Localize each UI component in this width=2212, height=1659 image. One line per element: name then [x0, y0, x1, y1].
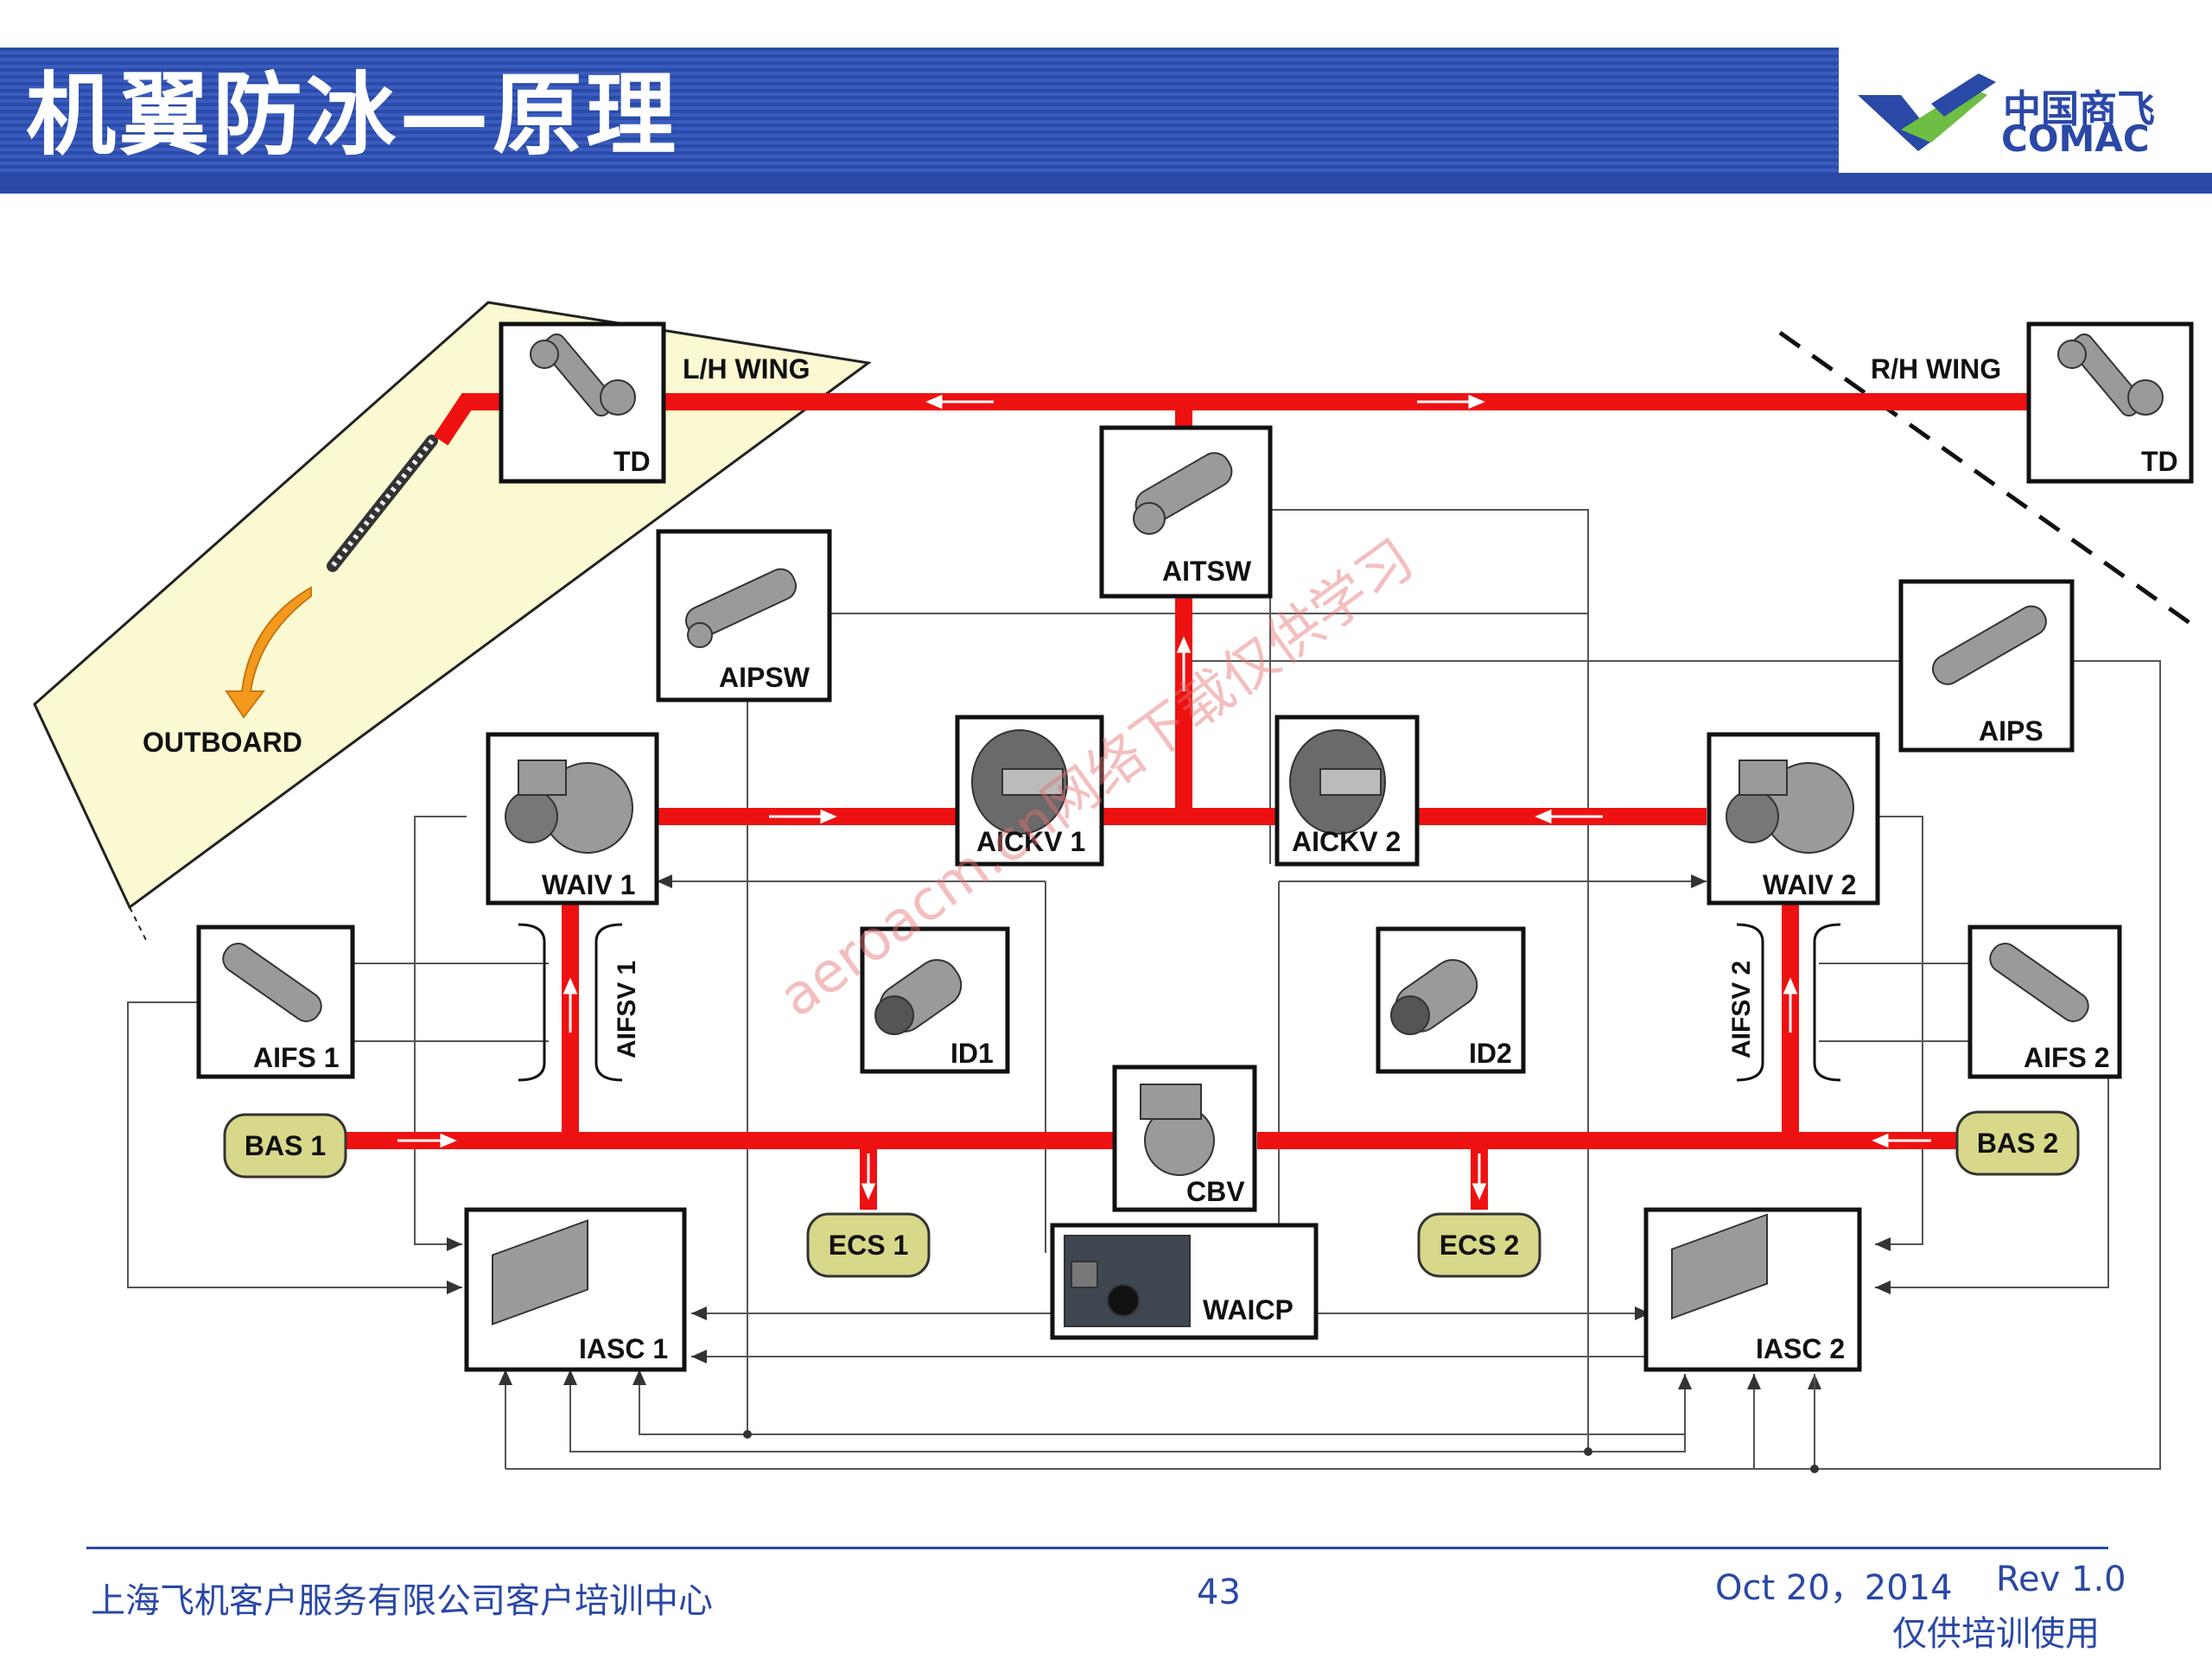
aickv2-icon: [1289, 729, 1386, 835]
aifsv2-label: AIFSV 2: [1727, 961, 1756, 1058]
ecs2-source: [1417, 1212, 1541, 1278]
header-bottom-bar: [0, 173, 2212, 194]
outboard-label: OUTBOARD: [143, 727, 302, 758]
aipsw-icon: [685, 568, 798, 648]
cbv-label: CBV: [1186, 1176, 1245, 1207]
aifs1-label: AIFS 1: [253, 1042, 340, 1073]
aifs2-label: AIFS 2: [2024, 1042, 2110, 1073]
waiv1-label: WAIV 1: [542, 869, 635, 900]
aifs1-icon: [222, 943, 322, 1022]
td-left-box: [499, 321, 666, 484]
ecs1-source: [806, 1212, 931, 1278]
aifsv1-label: AIFSV 1: [613, 961, 641, 1058]
ecs1-label: ECS 1: [829, 1230, 908, 1261]
footer-date: Oct 20，2014: [1715, 1568, 1953, 1608]
aips-box: [1898, 579, 2075, 753]
aitsw-label: AITSW: [1162, 556, 1252, 587]
aipsw-label: AIPSW: [719, 662, 810, 693]
iasc2-icon: [1671, 1213, 1768, 1320]
id2-label: ID2: [1469, 1038, 1512, 1069]
aickv2-label: AICKV 2: [1292, 826, 1401, 857]
signal-wires: [127, 509, 2161, 1470]
waiv2-icon: [1726, 760, 1854, 854]
ecs2-label: ECS 2: [1440, 1230, 1519, 1261]
iasc2-label: IASC 2: [1756, 1333, 1845, 1364]
aickv1-icon: [971, 729, 1068, 835]
id2-icon: [1390, 959, 1478, 1035]
td-left-label: TD: [613, 446, 651, 477]
iasc1-icon: [492, 1219, 588, 1325]
bas2-label: BAS 2: [1977, 1128, 2058, 1159]
id1-label: ID1: [950, 1038, 994, 1069]
aitsw-icon: [1133, 452, 1233, 535]
cbv-icon: [1140, 1084, 1215, 1176]
right-wing-boundary: [1778, 330, 2196, 629]
td-left-icon: [530, 333, 636, 417]
bleed-air-ducts: [346, 393, 2031, 1210]
aickv1-label: AICKV 1: [976, 826, 1085, 857]
lh-wing-label: L/H WING: [683, 353, 810, 385]
aifs2-icon: [1989, 943, 2089, 1022]
header-band: [0, 48, 1839, 173]
bas1-label: BAS 1: [245, 1130, 326, 1161]
waiv1-icon: [505, 760, 633, 854]
bas2-source: [1955, 1110, 2080, 1176]
waicp-icon: [1064, 1235, 1191, 1327]
page-title: 机翼防冰—原理: [26, 62, 680, 168]
comac-logo-icon: [1858, 73, 1996, 151]
iasc1-label: IASC 1: [579, 1333, 668, 1364]
footer-revision: Rev 1.0: [1996, 1560, 2126, 1599]
logo-chinese-text: 中国商飞: [2003, 87, 2155, 131]
footer-organization: 上海飞机客户服务有限公司客户培训中心: [91, 1581, 713, 1621]
waicp-label: WAICP: [1203, 1294, 1294, 1325]
id1-icon: [874, 959, 963, 1035]
rh-wing-label: R/H WING: [1871, 353, 2001, 385]
aips-icon: [1932, 605, 2047, 685]
footer-page-number: 43: [1197, 1573, 1241, 1612]
anti-ice-system-diagram: OUTBOARD: [33, 301, 2196, 1473]
td-right-icon: [2057, 333, 2164, 417]
footer-note: 仅供培训使用: [1892, 1614, 2100, 1654]
footer-divider: [86, 1547, 2108, 1549]
aips-label: AIPS: [1979, 715, 2044, 747]
waiv2-label: WAIV 2: [1763, 869, 1856, 900]
td-right-label: TD: [2141, 446, 2178, 477]
logo-english-text: COMAC: [2001, 118, 2150, 160]
outboard-arrow-icon: [225, 586, 312, 719]
aitsw-box: [1099, 425, 1273, 599]
bas1-source: [223, 1113, 347, 1179]
td-right-box: [2026, 321, 2194, 484]
